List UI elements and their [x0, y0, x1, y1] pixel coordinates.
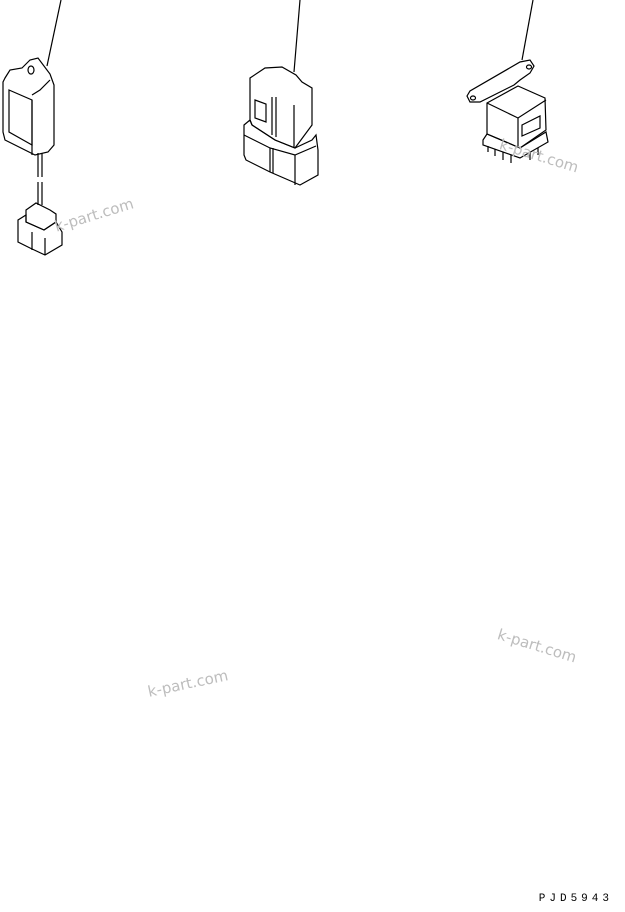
connector-part	[243, 0, 319, 186]
drawing-code: PJD5943	[538, 893, 613, 905]
relay-part	[466, 0, 549, 163]
sensor-part	[2, 0, 63, 256]
